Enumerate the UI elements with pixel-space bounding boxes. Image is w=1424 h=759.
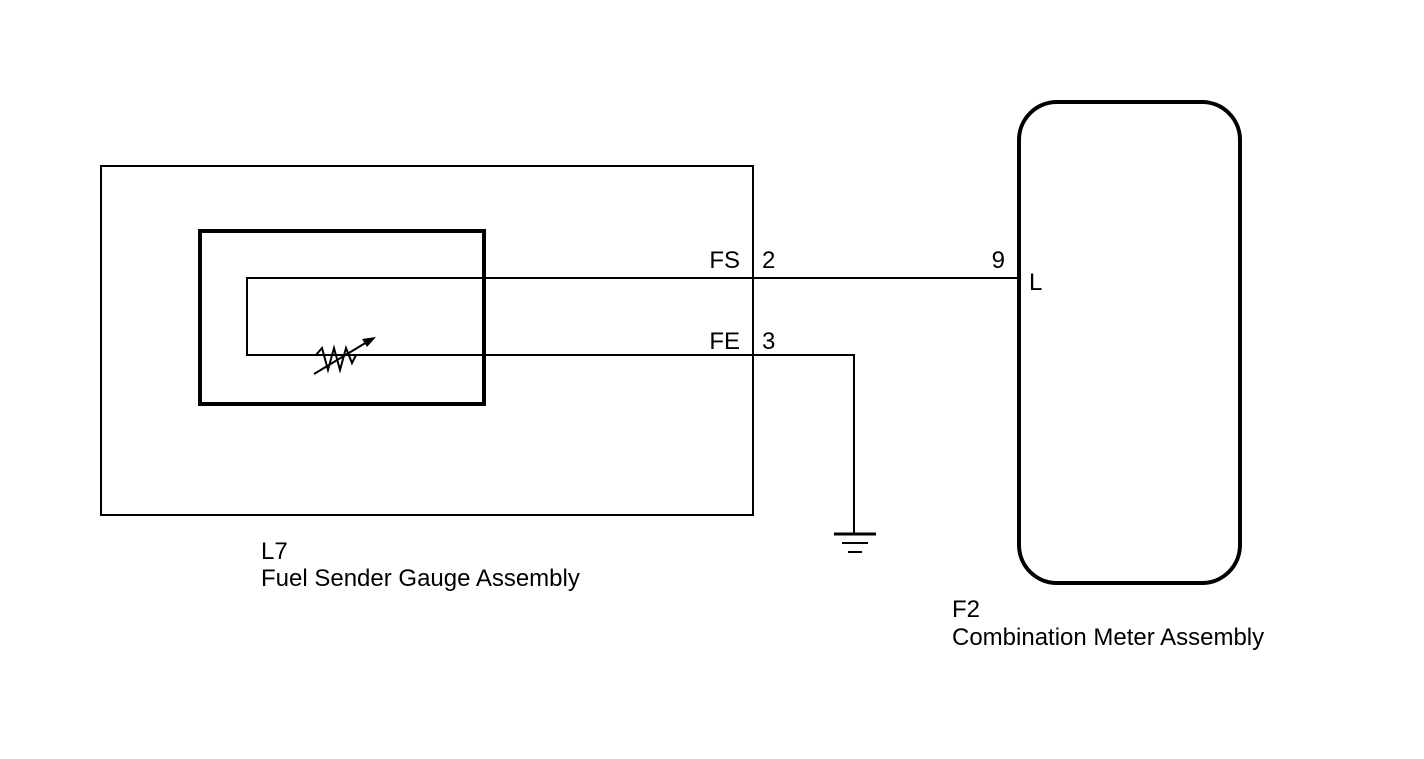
terminal-fs-pin: 2 bbox=[762, 247, 775, 274]
combination-meter-box bbox=[1017, 100, 1242, 585]
variable-resistor-icon bbox=[313, 337, 376, 375]
terminal-fe-name: FE bbox=[709, 328, 740, 355]
sender-unit-box bbox=[198, 229, 486, 406]
combination-meter-name: Combination Meter Assembly bbox=[952, 624, 1264, 651]
fuel-sender-name: Fuel Sender Gauge Assembly bbox=[261, 565, 580, 592]
terminal-l-pin: 9 bbox=[992, 247, 1005, 274]
fuel-sender-assembly-box bbox=[100, 165, 754, 516]
ground-icon bbox=[834, 532, 876, 553]
terminal-fe-pin: 3 bbox=[762, 328, 775, 355]
sender-internal-wire bbox=[246, 277, 753, 356]
wire-fe-to-ground bbox=[753, 354, 855, 534]
combination-meter-code: F2 bbox=[952, 596, 980, 623]
fuel-sender-code: L7 bbox=[261, 538, 288, 565]
terminal-l-name: L bbox=[1029, 269, 1042, 296]
terminal-fs-name: FS bbox=[709, 247, 740, 274]
